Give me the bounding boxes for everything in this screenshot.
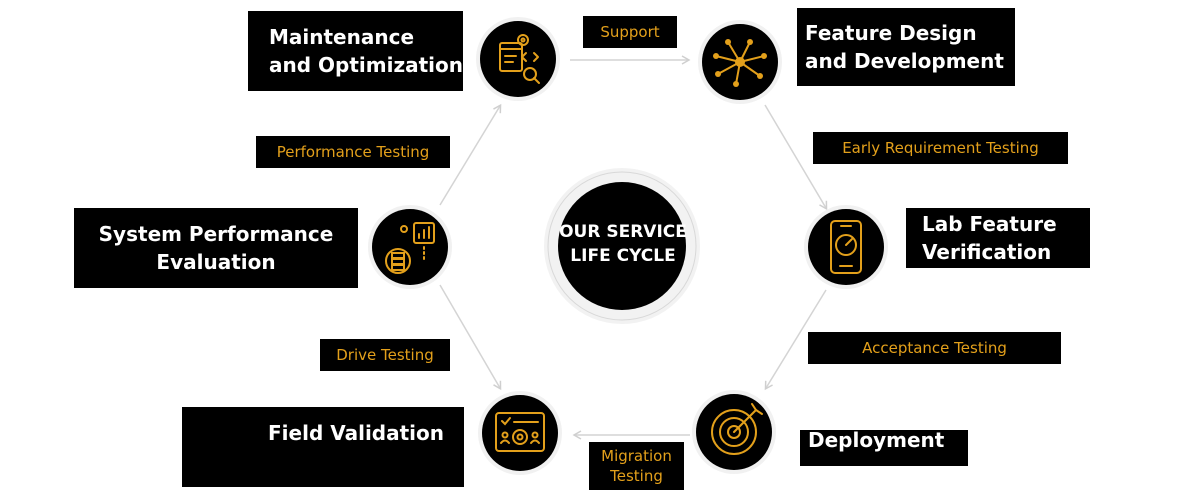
transition-support: Support	[583, 16, 677, 48]
transition-migration-line-1: Migration	[601, 447, 672, 465]
stage-maintenance-line-1: Maintenance	[269, 25, 415, 49]
transition-drive: Drive Testing	[320, 339, 450, 371]
center-title-line-1: OUR SERVICE	[559, 222, 687, 242]
transition-early-requirement: Early Requirement Testing	[813, 132, 1068, 164]
stage-feature-design: Feature Design and Development	[797, 8, 1015, 86]
web-development-gear-icon	[476, 17, 560, 101]
center-title-line-2: LIFE CYCLE	[570, 246, 676, 266]
center-title: OUR SERVICE LIFE CYCLE	[558, 220, 688, 268]
stage-field-validation: Field Validation	[182, 407, 464, 487]
stage-system-performance-line-2: Evaluation	[156, 250, 276, 274]
transition-acceptance-label: Acceptance Testing	[862, 339, 1007, 357]
stage-maintenance: Maintenance and Optimization	[248, 11, 463, 91]
transition-early-requirement-label: Early Requirement Testing	[842, 139, 1039, 157]
transition-performance: Performance Testing	[256, 136, 450, 168]
transition-performance-label: Performance Testing	[276, 143, 430, 161]
transition-migration-line-2: Testing	[610, 467, 663, 485]
connector-early-requirement	[764, 104, 828, 211]
connector-performance	[439, 103, 502, 206]
center-hub	[544, 168, 700, 324]
stage-deployment: Deployment	[800, 428, 968, 466]
stage-lab-verification: Lab Feature Verification	[906, 208, 1090, 268]
connector-drive	[439, 284, 502, 391]
transition-support-label: Support	[600, 23, 660, 41]
stage-system-performance: System Performance Evaluation	[74, 208, 358, 288]
stage-deployment-line-1: Deployment	[808, 428, 945, 452]
stage-system-performance-line-1: System Performance	[98, 222, 334, 246]
transition-drive-label: Drive Testing	[336, 346, 434, 364]
stage-lab-verification-line-2: Verification	[922, 240, 1052, 264]
transition-acceptance: Acceptance Testing	[808, 332, 1061, 364]
dashboard-team-gear-icon	[478, 391, 562, 475]
connector-acceptance	[764, 289, 827, 391]
network-nodes-icon	[698, 20, 782, 104]
stage-field-validation-line-1: Field Validation	[268, 421, 445, 445]
target-arrow-icon	[692, 390, 776, 474]
server-analytics-icon	[368, 205, 452, 289]
transition-migration: Migration Testing	[589, 442, 684, 490]
connectors	[439, 55, 828, 440]
stage-lab-verification-line-1: Lab Feature	[922, 212, 1057, 236]
stage-maintenance-line-2: and Optimization	[269, 53, 463, 77]
stage-feature-design-line-2: and Development	[805, 49, 1004, 73]
stage-feature-design-line-1: Feature Design	[805, 21, 977, 45]
phone-speedometer-icon	[804, 205, 888, 289]
